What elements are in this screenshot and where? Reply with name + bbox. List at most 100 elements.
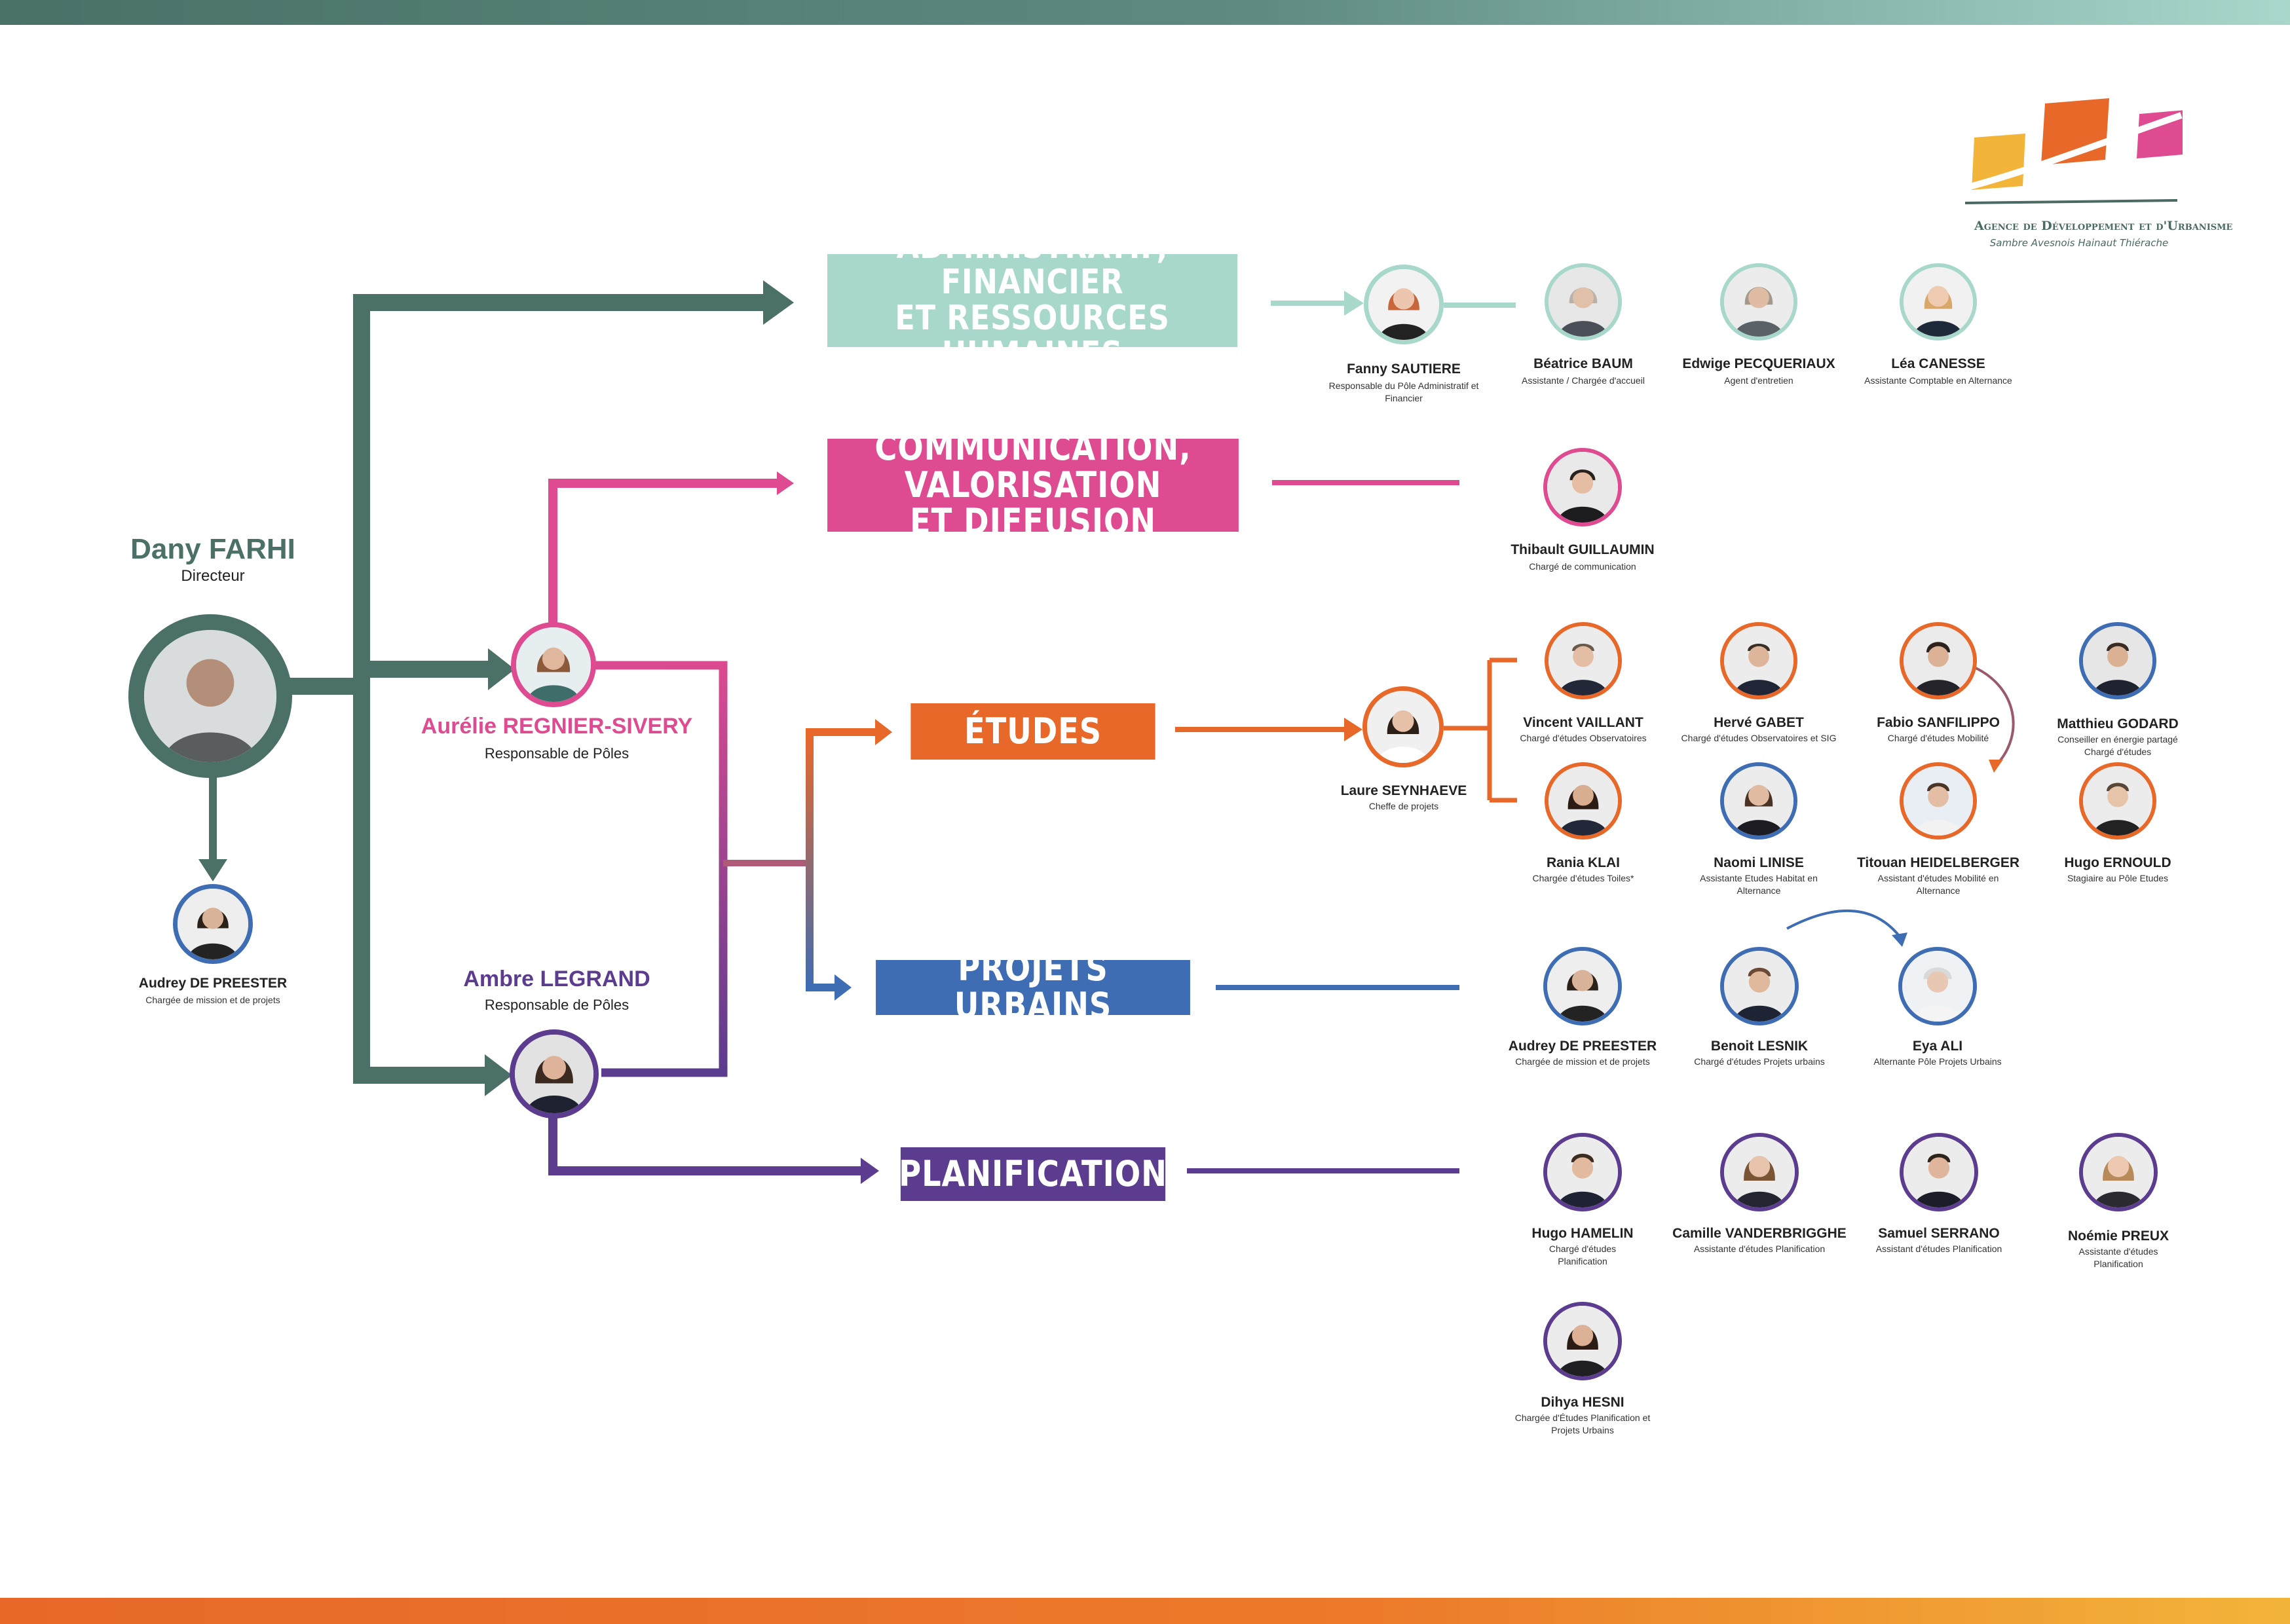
staff-role: Assistante Comptable en Alternance <box>1864 375 2012 386</box>
staff-avatar <box>1720 263 1797 341</box>
pole-planification: PLANIFICATION <box>899 1147 1167 1201</box>
director-avatar <box>128 614 292 778</box>
staff-avatar <box>1543 1302 1622 1380</box>
staff-name: Eya ALI <box>1912 1039 1963 1054</box>
person-icon <box>1724 951 1795 1022</box>
staff-role: Assistante / Chargée d'accueil <box>1522 375 1645 386</box>
person-icon <box>178 889 248 959</box>
person-icon <box>1368 269 1439 340</box>
manager-role: Responsable de Pôles <box>484 997 629 1013</box>
staff-avatar <box>1543 448 1622 526</box>
staff-name: Naomi LINISE <box>1714 855 1804 870</box>
staff-name: Fabio SANFILIPPO <box>1877 715 2000 730</box>
staff-avatar <box>1543 1133 1622 1211</box>
person-icon <box>1904 766 1973 836</box>
staff-avatar <box>1720 762 1797 840</box>
staff-role: Assistante d'études Planification <box>2078 1246 2158 1269</box>
staff-role: Chargé d'études Mobilité <box>1887 733 1989 743</box>
staff-avatar <box>2079 622 2156 699</box>
staff-role: Conseiller en énergie partagé Chargé d'é… <box>2057 734 2178 757</box>
staff-name: Titouan HEIDELBERGER <box>1856 855 2020 870</box>
person-icon <box>1547 951 1618 1022</box>
staff-role: Chargé de communication <box>1529 561 1636 572</box>
person-icon <box>1724 766 1793 836</box>
assistant-role: Chargée de mission et de projets <box>145 995 280 1005</box>
staff-name: Matthieu GODARD <box>2057 716 2179 731</box>
director-name: Dany FARHI <box>130 533 295 565</box>
person-icon <box>1724 267 1793 337</box>
lead-role: Responsable du Pôle Administratif et Fin… <box>1328 380 1479 403</box>
person-icon <box>1549 267 1618 337</box>
person-icon <box>1724 626 1793 695</box>
staff-name: Hervé GABET <box>1714 715 1804 730</box>
person-icon <box>1367 691 1439 763</box>
person-icon <box>1547 452 1618 523</box>
staff-role: Chargé d'études Planification <box>1549 1244 1617 1266</box>
staff-name: Benoit LESNIK <box>1710 1039 1809 1054</box>
person-icon <box>144 630 276 762</box>
person-icon <box>1549 766 1618 836</box>
person-icon <box>1547 1137 1618 1208</box>
manager-avatar <box>511 622 596 707</box>
manager-name: Ambre LEGRAND <box>463 967 650 991</box>
staff-avatar <box>1545 263 1622 341</box>
staff-name: Rania KLAI <box>1546 855 1620 870</box>
person-icon <box>1549 626 1618 695</box>
staff-role: Agent d'entretien <box>1724 375 1793 386</box>
staff-avatar <box>1900 622 1977 699</box>
staff-avatar <box>1900 263 1977 341</box>
staff-role: Stagiaire au Pôle Etudes <box>2067 873 2169 883</box>
staff-name: Béatrice BAUM <box>1533 356 1633 371</box>
staff-role: Assistante Etudes Habitat en Alternance <box>1700 873 1818 896</box>
staff-role: Assistant d'études Mobilité en Alternanc… <box>1877 873 1999 896</box>
staff-avatar <box>1720 1133 1799 1211</box>
staff-role: Chargé d'études Observatoires et SIG <box>1681 733 1837 743</box>
person-icon <box>515 1035 593 1113</box>
staff-role: Assistante d'études Planification <box>1693 1244 1826 1254</box>
top-color-band <box>0 0 2290 25</box>
staff-role: Chargée d'études Toiles* <box>1532 873 1634 883</box>
lead-name: Fanny SAUTIERE <box>1347 361 1461 377</box>
person-icon <box>1902 951 1973 1022</box>
staff-name: Hugo ERNOULD <box>2064 855 2171 870</box>
staff-role: Chargée de mission et de projets <box>1515 1056 1650 1067</box>
assistant-avatar <box>173 884 253 964</box>
person-icon <box>1904 1137 1974 1208</box>
staff-avatar <box>2079 1133 2158 1211</box>
agency-logo <box>1960 92 2185 255</box>
staff-avatar <box>1900 1133 1978 1211</box>
person-icon <box>1724 1137 1795 1208</box>
staff-name: Camille VANDERBRIGGHE <box>1672 1226 1847 1241</box>
assistant-name: Audrey DE PREESTER <box>138 976 288 991</box>
logo-subtitle: Sambre Avesnois Hainaut Thiérache <box>1989 237 2169 249</box>
manager-role: Responsable de Pôles <box>484 745 629 762</box>
staff-role: Alternante Pôle Projets Urbains <box>1873 1056 2002 1067</box>
person-icon <box>1547 1306 1618 1376</box>
staff-name: Léa CANESSE <box>1891 356 1985 371</box>
staff-avatar <box>1900 762 1977 840</box>
staff-avatar <box>1720 947 1799 1025</box>
staff-name: Thibault GUILLAUMIN <box>1511 542 1655 557</box>
person-icon <box>1904 626 1973 695</box>
lead-name: Laure SEYNHAEVE <box>1340 783 1467 798</box>
staff-role: Chargé d'études Observatoires <box>1520 733 1647 743</box>
staff-avatar <box>1720 622 1797 699</box>
director-connector <box>288 294 763 1084</box>
staff-name: Edwige PECQUERIAUX <box>1682 356 1835 371</box>
lead-avatar <box>1364 265 1444 344</box>
person-icon <box>2083 766 2152 836</box>
bottom-color-band <box>0 1598 2290 1624</box>
staff-name: Noémie PREUX <box>2067 1228 2169 1244</box>
staff-role: Chargée d'Études Planification et Projet… <box>1514 1412 1651 1435</box>
logo-title: Agence de Développement et d'Urbanisme <box>1974 219 2233 233</box>
manager-avatar <box>510 1029 599 1118</box>
staff-name: Samuel SERRANO <box>1878 1226 2000 1241</box>
person-icon <box>2083 1137 2154 1208</box>
pole-projets-urbains: PROJETS URBAINS <box>876 950 1190 1024</box>
staff-avatar <box>1543 947 1622 1025</box>
staff-role: Assistant d'études Planification <box>1875 1244 2002 1254</box>
staff-role: Chargé d'études Projets urbains <box>1694 1056 1825 1067</box>
person-icon <box>2083 626 2152 695</box>
